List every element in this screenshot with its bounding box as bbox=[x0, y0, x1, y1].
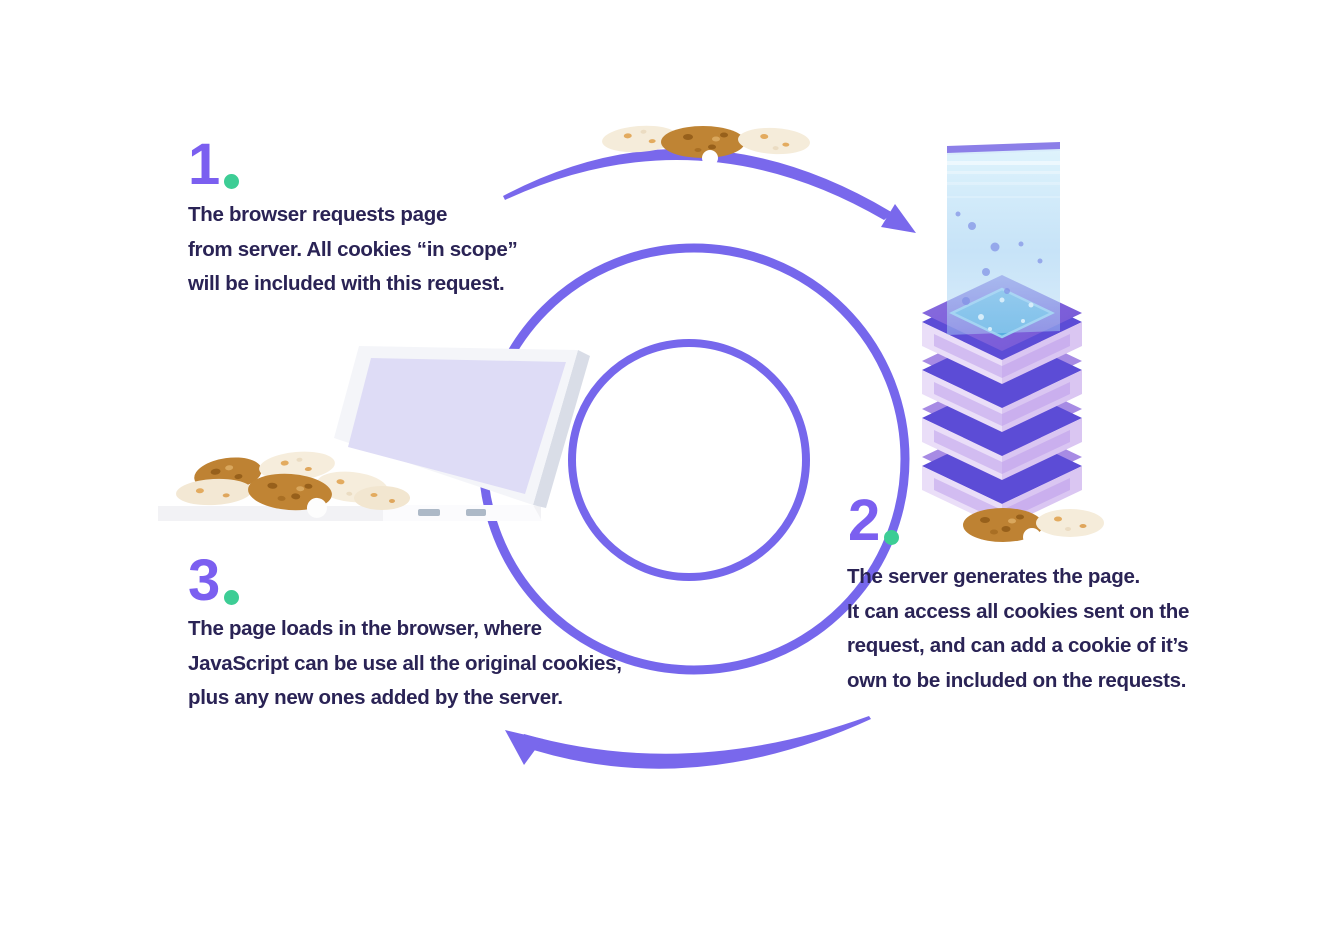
step-1-green-dot bbox=[224, 174, 240, 189]
cookie-cream bbox=[602, 125, 678, 153]
text-line: JavaScript can be use all the original c… bbox=[188, 651, 622, 675]
server-stack bbox=[922, 142, 1082, 528]
text-line: The page loads in the browser, where bbox=[188, 617, 542, 640]
cookie-cream bbox=[176, 478, 252, 506]
text-line: The server generates the page. bbox=[847, 565, 1140, 588]
laptop-screen-edge bbox=[533, 350, 590, 508]
laptop-port bbox=[418, 509, 440, 516]
step-3-number: 3 bbox=[188, 548, 240, 613]
cookie-cream bbox=[259, 451, 335, 481]
inner-cycle-circle bbox=[568, 339, 810, 581]
step-3-digit: 3 bbox=[188, 548, 220, 613]
response-arrowhead-icon bbox=[505, 730, 543, 765]
cookie-chocolate bbox=[963, 508, 1043, 546]
request-arrow bbox=[503, 148, 916, 233]
pool-bubbles bbox=[978, 297, 1034, 331]
response-arrow bbox=[505, 716, 871, 769]
laptop-screen bbox=[348, 358, 566, 494]
request-response-cycle bbox=[478, 148, 916, 769]
cookies-on-request-arrow bbox=[602, 125, 810, 166]
step-2-digit: 2 bbox=[848, 488, 880, 553]
cookies-beside-laptop bbox=[176, 451, 410, 518]
cookie-cream bbox=[1036, 509, 1104, 537]
step-1-description: The browser requests page from server. A… bbox=[188, 198, 518, 302]
laptop-base bbox=[383, 505, 542, 521]
step-2-green-dot bbox=[884, 530, 900, 545]
cookie-chocolate bbox=[248, 473, 332, 518]
request-arrowhead-icon bbox=[881, 204, 916, 233]
text-line: request, and can add a cookie of it’s bbox=[847, 634, 1189, 657]
cookies-beside-server bbox=[963, 508, 1104, 546]
text-line: will be included with this request. bbox=[188, 272, 505, 295]
data-bubbles bbox=[955, 211, 1043, 305]
text-line: plus any new ones added by the server. bbox=[188, 686, 563, 709]
cookie-cream bbox=[354, 486, 410, 510]
step-1-number: 1 bbox=[188, 132, 240, 197]
step-3-green-dot bbox=[224, 590, 240, 605]
laptop-port bbox=[466, 509, 486, 516]
text-line: It can access all cookies sent on the bbox=[847, 599, 1190, 623]
step-2-number: 2 bbox=[848, 488, 900, 553]
text-line: The browser requests page bbox=[188, 203, 448, 226]
step-1-digit: 1 bbox=[188, 132, 220, 197]
cookie-cream bbox=[738, 127, 810, 155]
step-3-description: The page loads in the browser, where Jav… bbox=[188, 612, 622, 716]
text-line: from server. All cookies “in scope” bbox=[188, 237, 518, 261]
cookie-chocolate bbox=[661, 126, 745, 166]
text-line: own to be included on the requests. bbox=[847, 668, 1187, 692]
server-data-column bbox=[947, 142, 1060, 335]
browser-laptop bbox=[158, 346, 590, 521]
step-2-description: The server generates the page. It can ac… bbox=[847, 560, 1189, 698]
